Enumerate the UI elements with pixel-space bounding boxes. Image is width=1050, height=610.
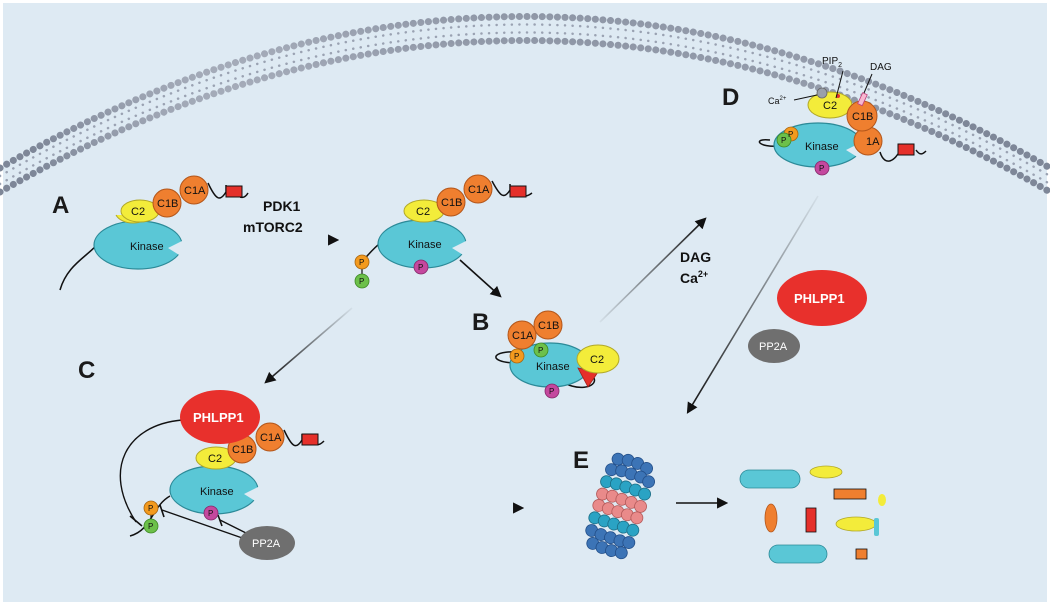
phospho-p-b2: P (538, 346, 543, 355)
phospho-p-d3: P (819, 164, 824, 173)
arrow-to-c (264, 307, 353, 384)
ca-label: Ca2+ (680, 269, 708, 286)
phospho-p-2: P (359, 277, 364, 286)
phospho-p-3: P (418, 263, 423, 272)
pp2a-d (748, 329, 800, 363)
kinase-label-d: Kinase (805, 141, 839, 153)
c1a-label-a: C1A (184, 185, 206, 197)
arrow-d-to-e (686, 195, 819, 414)
pkc-primed: Kinase C2 C1B C1A P P P (354, 174, 533, 289)
pip2-label: PIP2 (822, 56, 842, 69)
panel-label-e: E (573, 447, 589, 474)
degraded-fragments (739, 465, 886, 564)
c1b-label-a: C1B (157, 198, 178, 210)
kinase-label-c: Kinase (200, 486, 234, 498)
mtorc2-label: mTORC2 (243, 219, 303, 235)
pkc-dephosphorylation: PHLPP1 C2 C1B C1A Kinase P P P PP2A (119, 390, 325, 560)
phospho-p-d1: P (788, 130, 793, 139)
ca-small-label: Ca2+ (768, 96, 787, 106)
phospho-p-b1: P (514, 352, 519, 361)
pdk1-label: PDK1 (263, 198, 301, 214)
pp2a-c (239, 526, 295, 560)
phospho-p-d2: P (781, 136, 786, 145)
c2-label-a: C2 (131, 206, 145, 218)
panel-label-d: D (722, 84, 739, 111)
panel-label-c: C (78, 357, 95, 384)
c1b-label-d: C1B (852, 111, 873, 123)
phlpp1-c (180, 390, 260, 444)
pkc-unprimed: Kinase C2 C1B C1A (59, 175, 249, 291)
c1b-label-primed: C1B (441, 197, 462, 209)
pkc-active-membrane: Kinase C2 C1B 1A P P P Ca2+ PIP2 DAG (758, 56, 927, 176)
c2-label-primed: C2 (416, 206, 430, 218)
phospho-p-1: P (359, 258, 364, 267)
c1a-label-d: 1A (866, 136, 880, 148)
c2-label-b: C2 (590, 354, 604, 366)
c1b-label-b: C1B (538, 320, 559, 332)
c2-label-d: C2 (823, 100, 837, 112)
phospho-p-c3: P (208, 509, 213, 518)
dag-small-label: DAG (870, 62, 892, 73)
arrow-to-b (459, 259, 502, 298)
kinase-label-a: Kinase (130, 241, 164, 253)
phospho-p-c1: P (148, 504, 153, 513)
phlpp1-label-c: PHLPP1 (193, 410, 244, 425)
pkc-closed: C1A C1B C2 Kinase P P P (495, 310, 620, 399)
c1a-label-primed: C1A (468, 184, 490, 196)
dag-label: DAG (680, 249, 711, 265)
phospho-p-c2: P (148, 522, 153, 531)
arrow-to-d (599, 217, 707, 323)
phlpp1-d (777, 270, 867, 326)
kinase-label-primed: Kinase (408, 239, 442, 251)
c2-label-c: C2 (208, 453, 222, 465)
pp2a-label-c: PP2A (252, 538, 281, 550)
phlpp1-label-d: PHLPP1 (794, 291, 845, 306)
pp2a-label-d: PP2A (759, 341, 788, 353)
c1b-label-c: C1B (232, 444, 253, 456)
panel-label-b: B (472, 309, 489, 336)
kinase-label-b: Kinase (536, 361, 570, 373)
phospho-p-b3: P (549, 387, 554, 396)
plasma-membrane (0, 13, 1050, 196)
c1a-label-b: C1A (512, 330, 534, 342)
proteasome (585, 452, 656, 560)
panel-label-a: A (52, 192, 69, 219)
c1a-label-c: C1A (260, 432, 282, 444)
